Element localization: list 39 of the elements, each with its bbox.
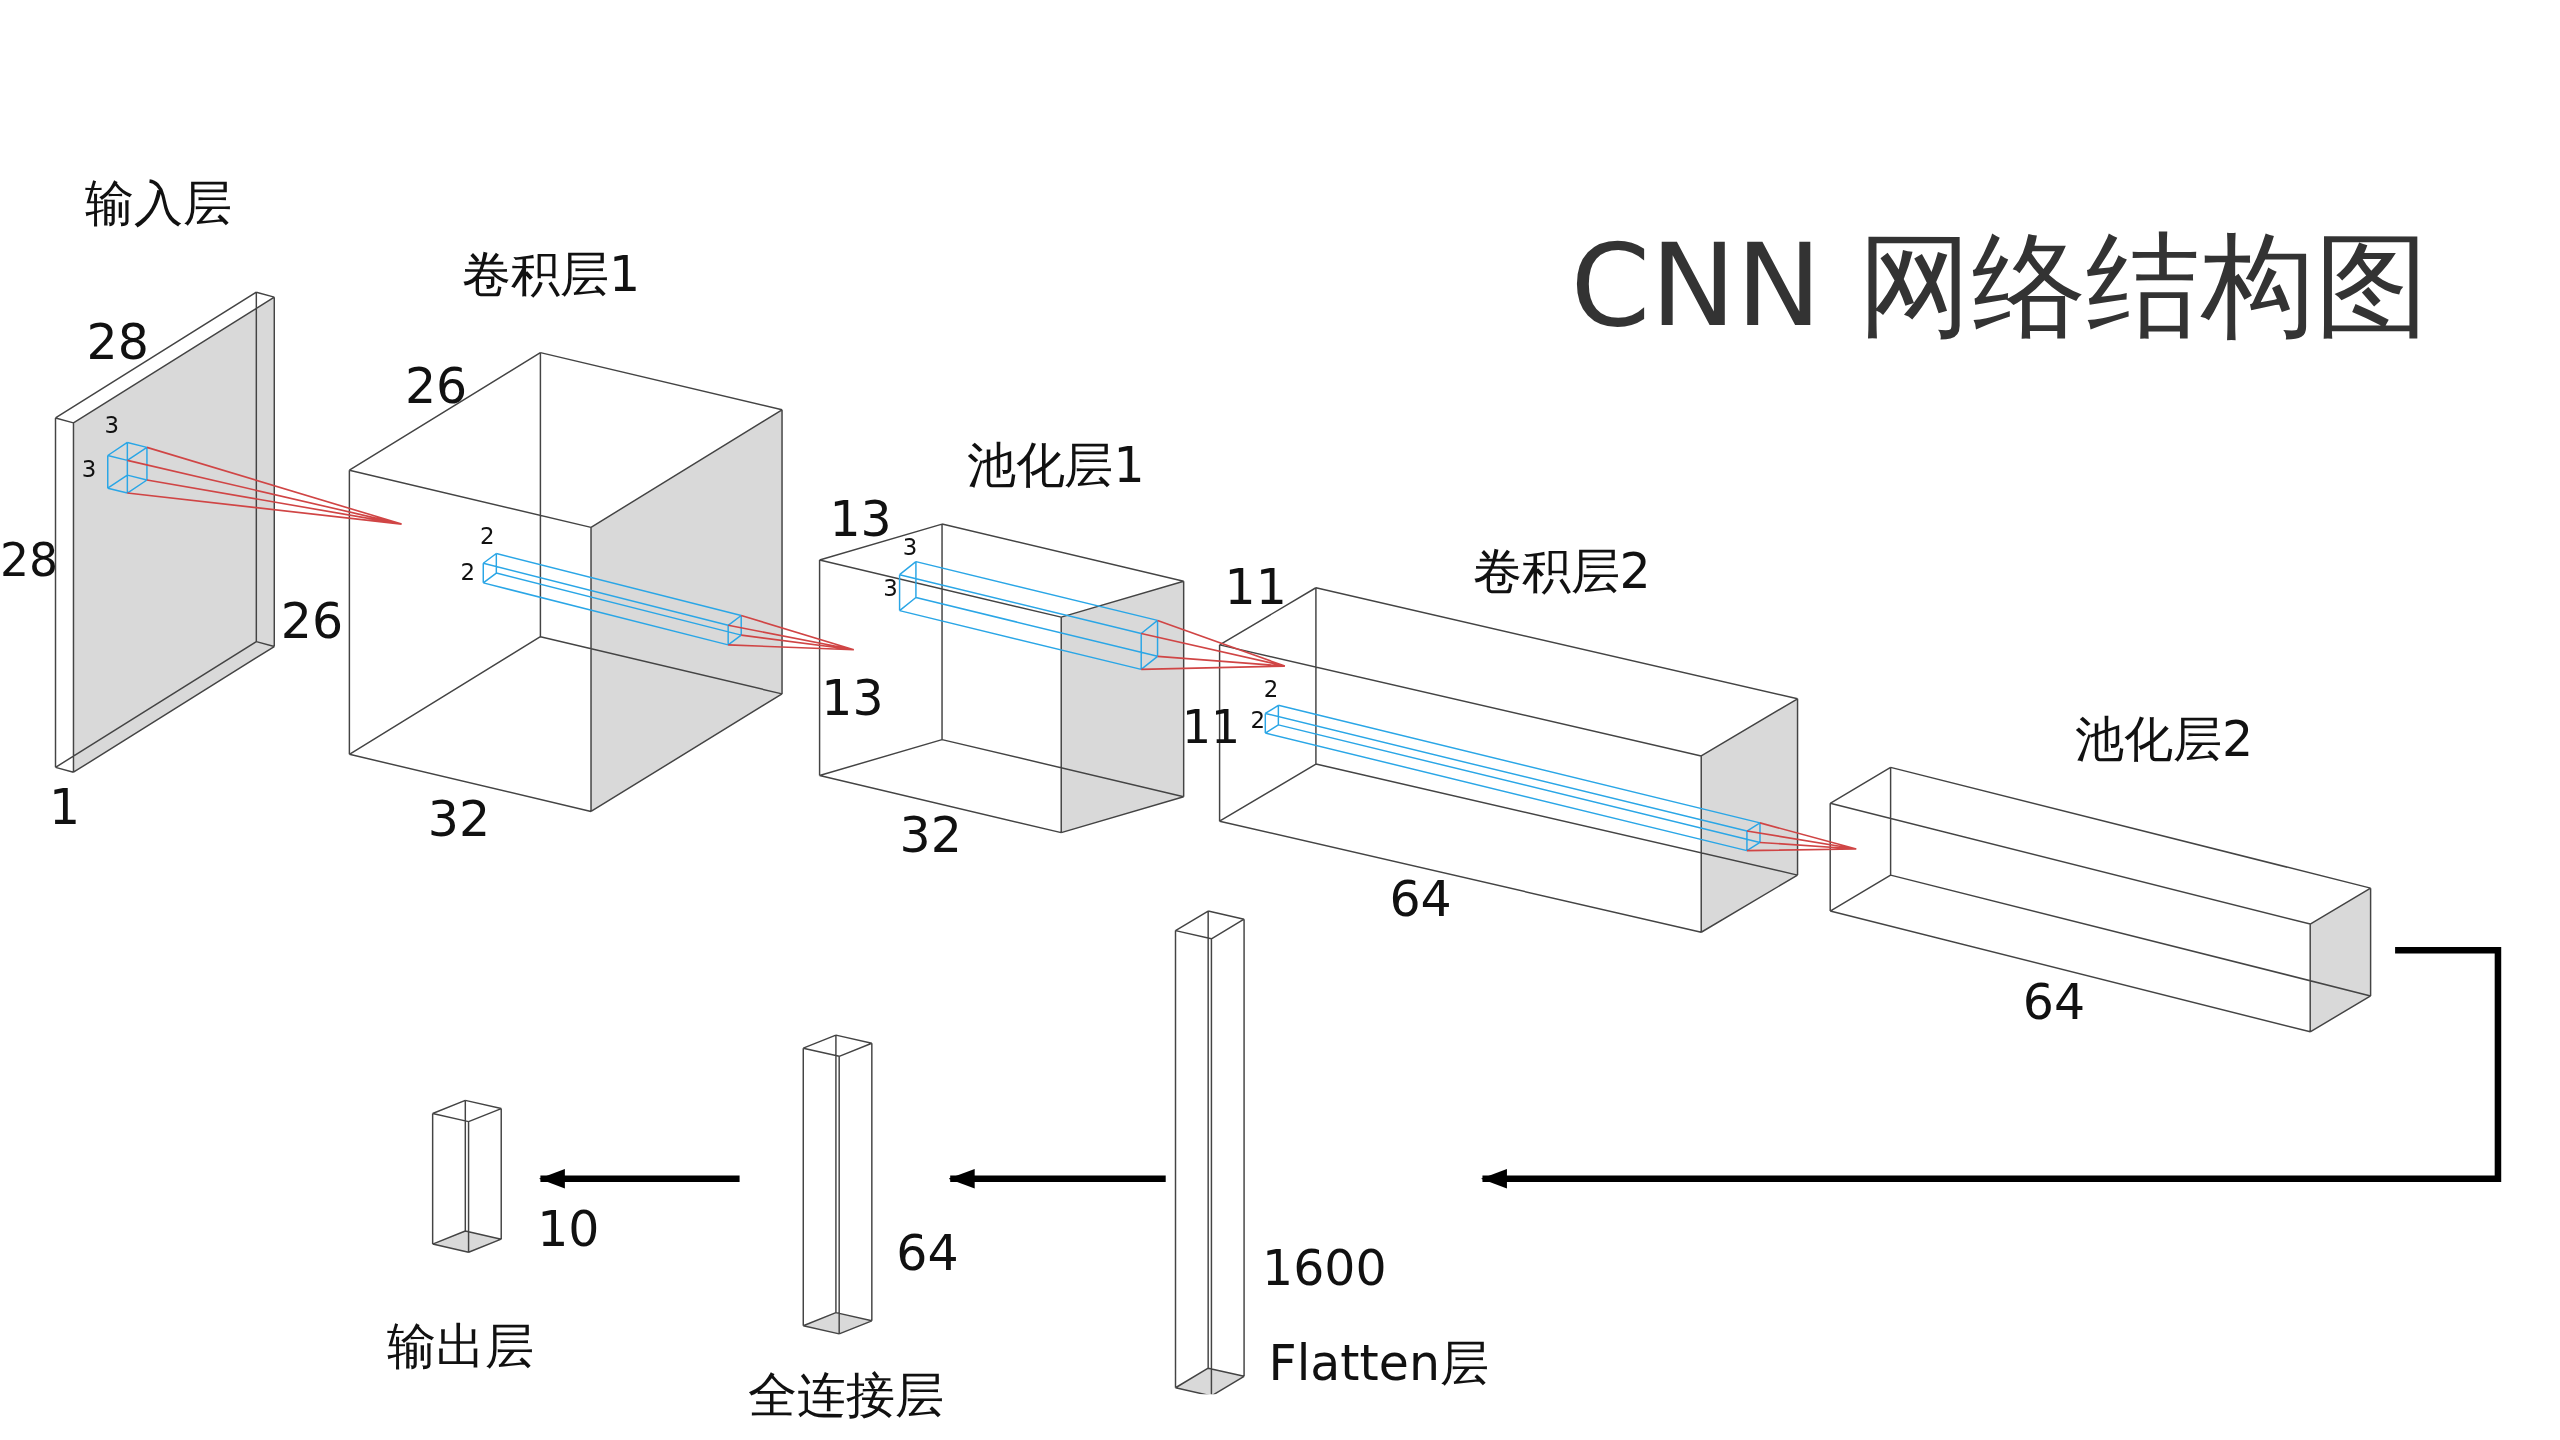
dimension-label: 64 xyxy=(896,1229,959,1279)
arrow xyxy=(948,1169,1166,1189)
dimension-label: 28 xyxy=(0,538,59,585)
projection-lines xyxy=(1140,619,1286,671)
arrow xyxy=(1480,946,2502,1189)
diagram-title: CNN 网络结构图 xyxy=(1570,228,2430,343)
layer-title: 卷积层1 xyxy=(462,249,641,299)
dimension-label: 26 xyxy=(280,597,344,647)
dimension-label: 10 xyxy=(537,1204,600,1254)
layer-title: 卷积层2 xyxy=(1472,546,1651,596)
kernel-size-label: 2 xyxy=(1250,708,1266,732)
kernel-size-label: 2 xyxy=(1263,677,1279,701)
dimension-label: 1600 xyxy=(1262,1244,1387,1294)
kernel-size-label: 3 xyxy=(81,457,97,480)
layer-title: 池化层1 xyxy=(966,440,1145,490)
layer-title: 全连接层 xyxy=(747,1371,944,1421)
arrow xyxy=(538,1169,740,1189)
dimension-label: 28 xyxy=(86,318,149,368)
dimension-label: 32 xyxy=(899,811,962,861)
projection-lines xyxy=(126,446,403,525)
dimension-label: 13 xyxy=(829,494,892,544)
dimension-label: 13 xyxy=(821,674,884,724)
kernel-size-label: 3 xyxy=(104,413,120,436)
dimension-label: 64 xyxy=(1389,875,1452,925)
kernel-size-label: 2 xyxy=(460,560,475,583)
dimension-label: 1 xyxy=(49,783,81,833)
layer-title: 池化层2 xyxy=(2075,715,2254,765)
layer-title: 输入层 xyxy=(84,179,232,229)
dimension-label: 26 xyxy=(404,362,468,412)
layer-title: Flatten层 xyxy=(1268,1338,1489,1388)
projection-lines xyxy=(1746,822,1858,852)
kernel-size-label: 3 xyxy=(902,535,918,559)
kernel-size-label: 2 xyxy=(480,524,495,547)
layer-title: 输出层 xyxy=(386,1322,534,1372)
projection-lines xyxy=(727,614,855,651)
dimension-label: 32 xyxy=(427,795,491,845)
dimension-label: 64 xyxy=(2022,977,2086,1027)
dimension-label: 11 xyxy=(1224,563,1287,613)
kernel-size-label: 3 xyxy=(883,576,898,600)
